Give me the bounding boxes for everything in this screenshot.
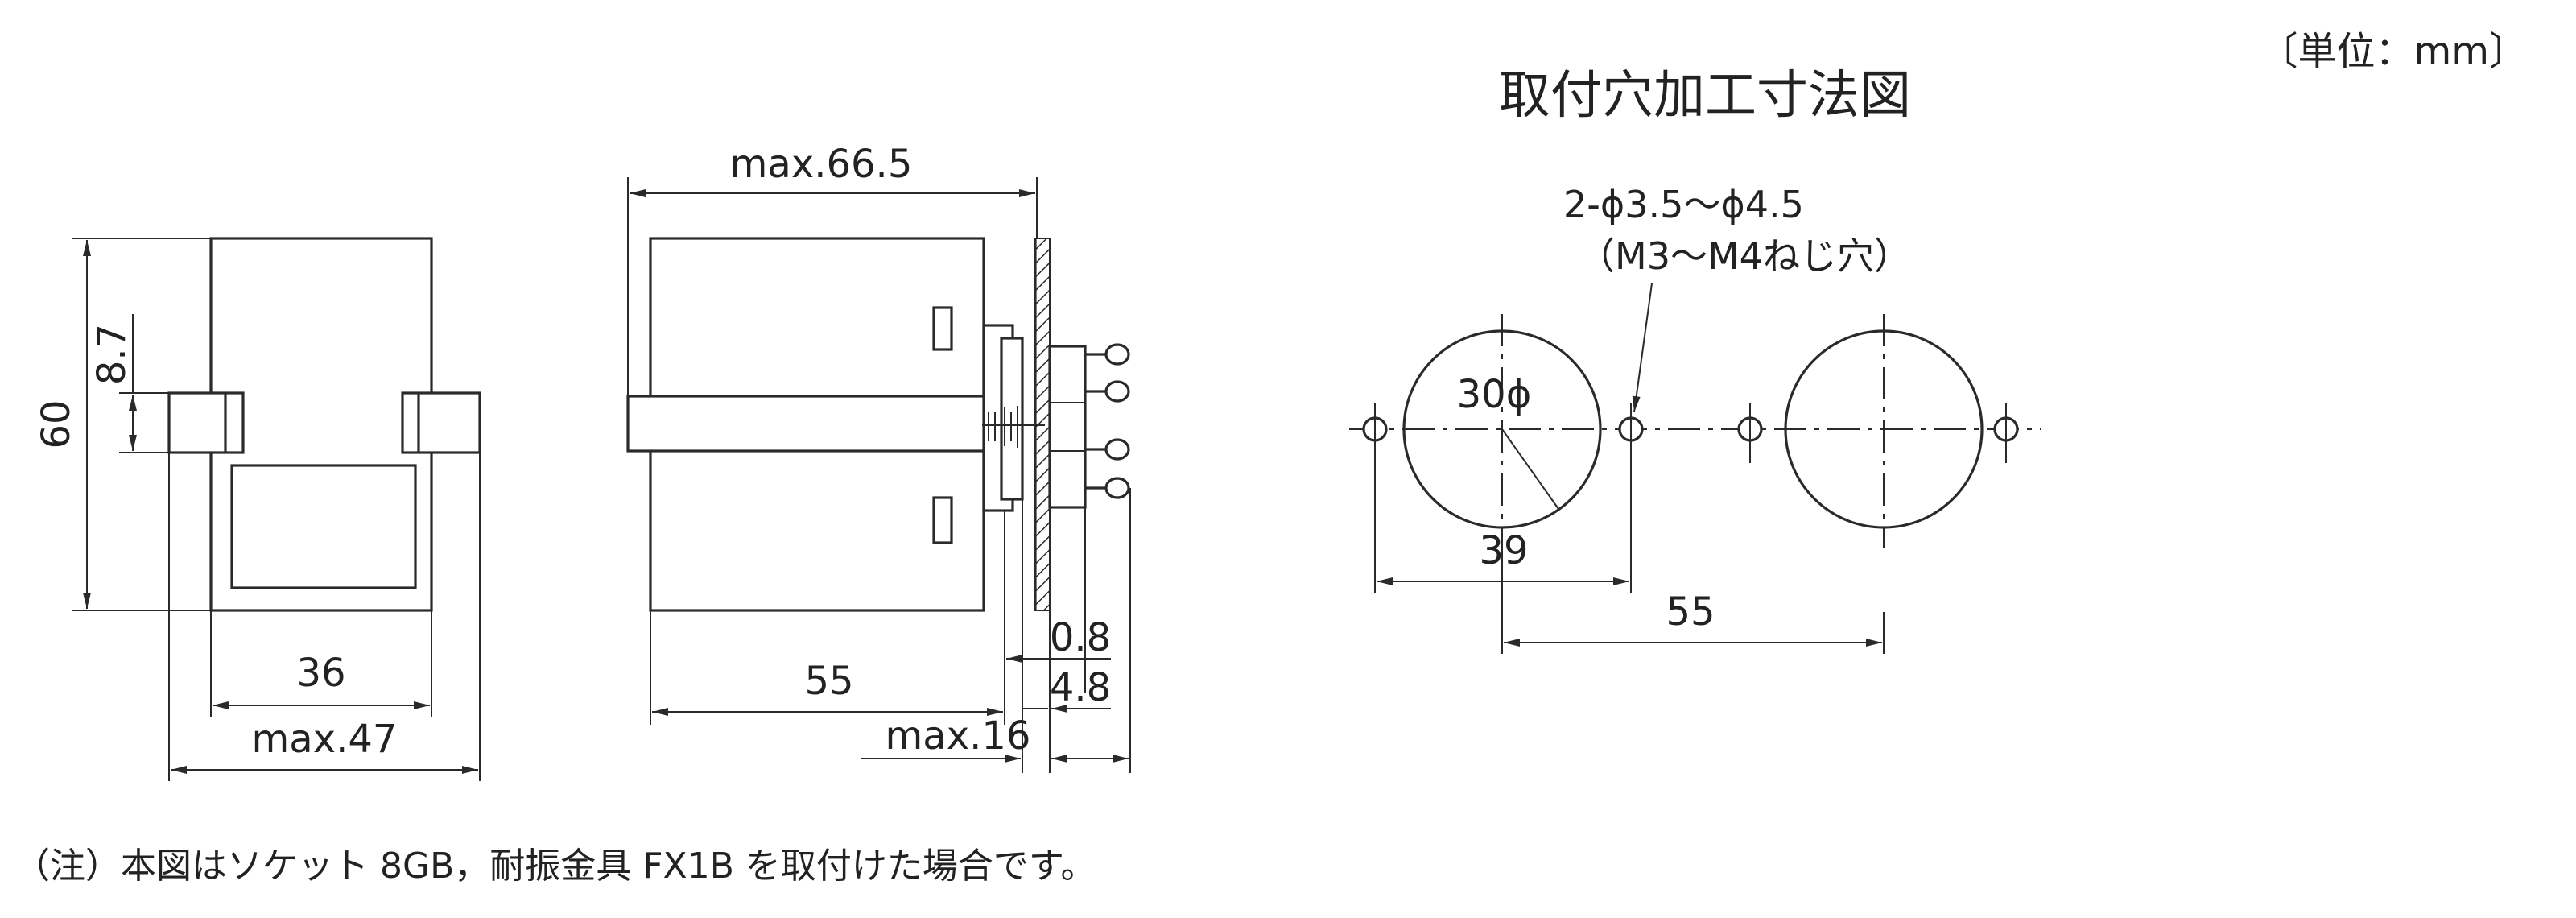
side-slot-lower — [932, 496, 953, 544]
side-view: max.66.5 55 0.8 4.8 max.16 — [626, 142, 1131, 773]
side-terminal-block — [1048, 345, 1087, 509]
dim-hole-pitch-text: 39 — [1479, 528, 1528, 573]
front-tab-left — [167, 391, 245, 454]
footnote: （注）本図はソケット 8GB，耐振金具 FX1B を取付けた場合です。 — [14, 846, 1096, 887]
dim-center-pitch-text: 55 — [1666, 589, 1715, 635]
dim-gap-text: 0.8 — [1050, 615, 1111, 660]
dim-height-text: 60 — [34, 399, 79, 449]
front-window — [230, 464, 417, 589]
mounting-title: 取付穴加工寸法図 — [1499, 66, 1911, 126]
hole-spec-text: 2-ϕ3.5〜ϕ4.5 — [1563, 183, 1804, 226]
dim-max-depth-text: max.16 — [886, 713, 1031, 759]
dim-inner-width-text: 36 — [296, 651, 345, 696]
cutout-left-radius — [1501, 428, 1559, 510]
unit-label: 〔単位：mm〕 — [2259, 29, 2528, 74]
dim-flange-text: 4.8 — [1050, 665, 1111, 710]
hole-thread-text: （M3〜M4ねじ穴） — [1578, 234, 1911, 278]
hole-leader — [1632, 283, 1653, 413]
dim-max-length-text: max.66.5 — [730, 142, 913, 187]
dim-max-width-text: max.47 — [252, 717, 398, 762]
front-view: 60 8.7 36 max.47 — [34, 237, 481, 781]
side-panel — [1034, 238, 1051, 611]
cutout-diameter-text: 30ϕ — [1457, 372, 1532, 417]
front-tab-right — [401, 391, 481, 454]
dim-tab-text: 8.7 — [89, 324, 134, 385]
dim-body-length-text: 55 — [804, 659, 853, 704]
mounting-drawing: 取付穴加工寸法図 2-ϕ3.5〜ϕ4.5 （M3〜M4ねじ穴） 30ϕ 39 — [1349, 66, 2041, 654]
side-rail — [626, 395, 1016, 453]
side-slot-upper — [932, 306, 953, 351]
side-terminals — [1085, 343, 1130, 499]
